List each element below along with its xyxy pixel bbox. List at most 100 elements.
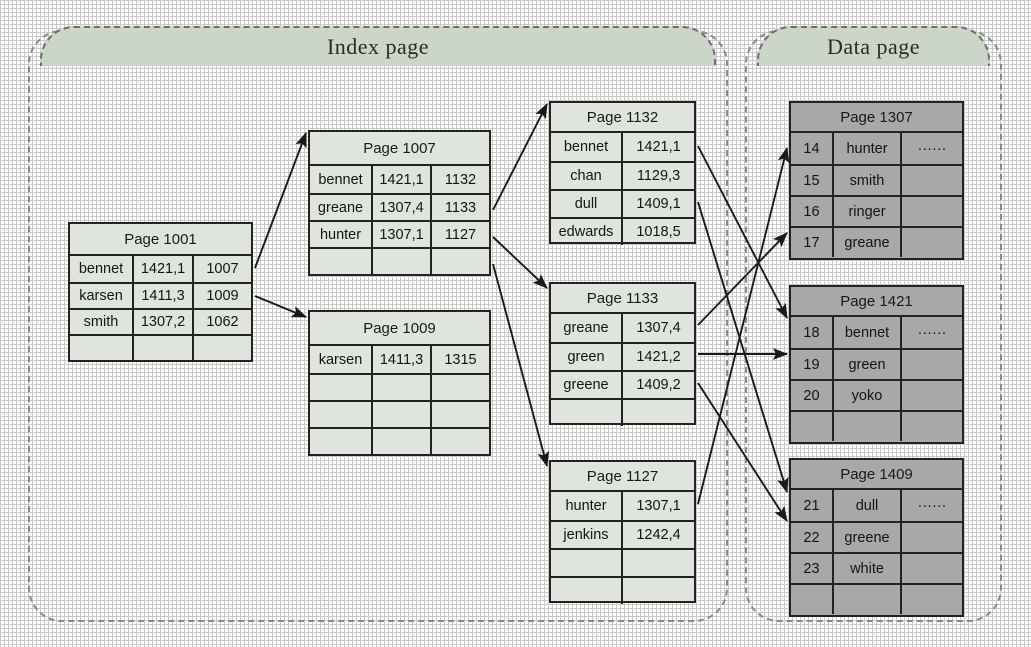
cell-ptr: 1127 bbox=[430, 222, 489, 247]
page-1132-table[interactable]: Page 1132 bennet 1421,1 chan 1129,3 dull… bbox=[549, 101, 696, 245]
cell-name: white bbox=[832, 554, 900, 583]
table-row-empty bbox=[551, 576, 694, 604]
page-1009-title: Page 1009 bbox=[310, 312, 489, 346]
page-1409-table[interactable]: Page 1409 21 dull ······ 22 greene 23 wh… bbox=[789, 458, 964, 617]
cell-more bbox=[900, 554, 962, 583]
table-row: edwards 1018,5 bbox=[551, 217, 694, 245]
cell-ptr bbox=[192, 336, 251, 360]
cell-name: greane bbox=[832, 228, 900, 257]
cell-more: ······ bbox=[900, 133, 962, 164]
cell-rid bbox=[621, 578, 694, 604]
index-page-banner: Index page bbox=[40, 26, 716, 66]
page-1001-table[interactable]: Page 1001 bennet 1421,1 1007 karsen 1411… bbox=[68, 222, 253, 362]
cell-key: bennet bbox=[318, 171, 363, 188]
cell-key bbox=[310, 249, 371, 274]
page-1009-table[interactable]: Page 1009 karsen 1411,3 1315 bbox=[308, 310, 491, 456]
cell-name: smith bbox=[832, 166, 900, 195]
cell-rowid: 17 bbox=[803, 234, 820, 251]
cell-name: bennet bbox=[832, 317, 900, 348]
page-1127-title: Page 1127 bbox=[551, 462, 694, 492]
cell-key bbox=[551, 400, 621, 426]
table-row: karsen 1411,3 1009 bbox=[70, 282, 251, 308]
cell-rid bbox=[621, 550, 694, 576]
cell-name bbox=[832, 412, 900, 441]
cell-key: bennet bbox=[563, 139, 609, 155]
cell-name: dull bbox=[832, 490, 900, 521]
table-row: bennet 1421,1 1132 bbox=[310, 166, 489, 193]
table-row-empty bbox=[310, 400, 489, 427]
cell-key: dull bbox=[574, 196, 598, 212]
cell-more bbox=[900, 412, 962, 441]
cell-rid: 1307,2 bbox=[132, 310, 192, 334]
cell-ptr: 1009 bbox=[192, 284, 251, 308]
cell-key bbox=[551, 578, 621, 604]
cell-key: hunter bbox=[319, 226, 362, 243]
cell-key: greane bbox=[317, 199, 364, 216]
page-1133-table[interactable]: Page 1133 greane 1307,4 green 1421,2 gre… bbox=[549, 282, 696, 426]
cell-ptr bbox=[430, 402, 489, 427]
cell-rid bbox=[132, 336, 192, 360]
table-row-empty bbox=[551, 398, 694, 426]
table-row-empty bbox=[310, 247, 489, 274]
cell-key: smith bbox=[83, 314, 119, 330]
cell-key bbox=[310, 402, 371, 427]
table-row: karsen 1411,3 1315 bbox=[310, 346, 489, 373]
cell-key bbox=[310, 429, 371, 454]
table-row: hunter 1307,1 1127 bbox=[310, 220, 489, 247]
table-row: greene 1409,2 bbox=[551, 370, 694, 398]
cell-rid: 1307,1 bbox=[371, 222, 430, 247]
cell-key bbox=[70, 336, 132, 360]
cell-rowid bbox=[791, 412, 832, 441]
cell-name: yoko bbox=[832, 381, 900, 410]
page-1127-table[interactable]: Page 1127 hunter 1307,1 jenkins 1242,4 bbox=[549, 460, 696, 604]
cell-key: edwards bbox=[558, 224, 614, 240]
cell-rid bbox=[621, 400, 694, 426]
table-row: jenkins 1242,4 bbox=[551, 520, 694, 548]
page-1007-table[interactable]: Page 1007 bennet 1421,1 1132 greane 1307… bbox=[308, 130, 491, 276]
table-row: 17 greane bbox=[791, 226, 962, 257]
cell-key bbox=[551, 550, 621, 576]
table-row-empty bbox=[310, 427, 489, 454]
cell-rid: 1242,4 bbox=[621, 522, 694, 548]
cell-ptr bbox=[430, 429, 489, 454]
table-row: 21 dull ······ bbox=[791, 490, 962, 521]
cell-rowid: 15 bbox=[803, 172, 820, 189]
cell-key: karsen bbox=[318, 351, 363, 368]
page-1132-title: Page 1132 bbox=[551, 103, 694, 133]
cell-more: ······ bbox=[900, 490, 962, 521]
cell-rid bbox=[371, 375, 430, 400]
table-row-empty bbox=[551, 548, 694, 576]
cell-rid: 1421,1 bbox=[132, 256, 192, 282]
table-row-empty bbox=[791, 583, 962, 614]
page-1409-title: Page 1409 bbox=[791, 460, 962, 490]
cell-key: jenkins bbox=[563, 527, 609, 543]
table-row: 23 white bbox=[791, 552, 962, 583]
cell-ptr: 1133 bbox=[430, 195, 489, 220]
table-row: 16 ringer bbox=[791, 195, 962, 226]
table-row-empty bbox=[791, 410, 962, 441]
cell-key: hunter bbox=[565, 498, 607, 514]
cell-more: ······ bbox=[900, 317, 962, 348]
page-1307-table[interactable]: Page 1307 14 hunter ······ 15 smith 16 r… bbox=[789, 101, 964, 260]
table-row: 15 smith bbox=[791, 164, 962, 195]
page-1421-table[interactable]: Page 1421 18 bennet ······ 19 green 20 y… bbox=[789, 285, 964, 444]
cell-rid bbox=[371, 402, 430, 427]
table-row: 19 green bbox=[791, 348, 962, 379]
cell-more bbox=[900, 381, 962, 410]
cell-ptr: 1062 bbox=[192, 310, 251, 334]
cell-ptr: 1007 bbox=[192, 256, 251, 282]
table-row: greane 1307,4 1133 bbox=[310, 193, 489, 220]
cell-rowid: 16 bbox=[803, 203, 820, 220]
cell-rowid: 20 bbox=[803, 387, 820, 404]
table-row: bennet 1421,1 1007 bbox=[70, 256, 251, 282]
data-page-label: Data page bbox=[826, 34, 921, 59]
page-1307-title: Page 1307 bbox=[791, 103, 962, 133]
table-row: greane 1307,4 bbox=[551, 314, 694, 342]
table-row: bennet 1421,1 bbox=[551, 133, 694, 161]
cell-rowid: 21 bbox=[803, 497, 820, 514]
cell-rowid: 22 bbox=[803, 529, 820, 546]
cell-rid: 1018,5 bbox=[621, 219, 694, 245]
cell-rid: 1421,1 bbox=[371, 166, 430, 193]
cell-name bbox=[832, 585, 900, 614]
cell-rowid: 23 bbox=[803, 560, 820, 577]
